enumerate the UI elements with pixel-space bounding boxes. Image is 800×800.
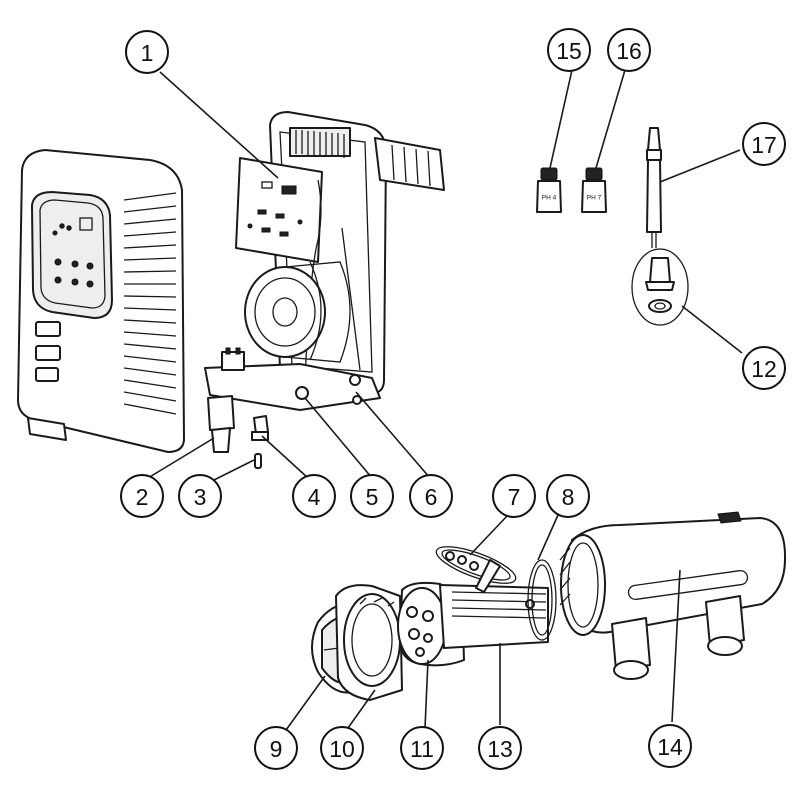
cell-o-ring — [527, 559, 557, 641]
callout-3-label: 3 — [194, 484, 207, 510]
probe-connector — [251, 415, 269, 441]
callout-8: 8 — [546, 474, 590, 518]
callout-3: 3 — [178, 474, 222, 518]
ph4-buffer-bottle: PH 4 — [536, 167, 562, 213]
ph7-buffer-bottle: PH 7 — [581, 167, 607, 213]
callout-15: 15 — [547, 28, 591, 72]
cell-body — [559, 511, 787, 680]
callout-8-label: 8 — [562, 484, 575, 510]
callout-1-label: 1 — [141, 40, 154, 66]
callout-13: 13 — [478, 726, 522, 770]
callout-11-label: 11 — [410, 736, 434, 762]
callout-5: 5 — [350, 474, 394, 518]
ph-probe — [646, 127, 662, 248]
electrode-head — [397, 581, 465, 667]
transformer — [244, 227, 361, 371]
callout-9: 9 — [254, 726, 298, 770]
callout-14: 14 — [648, 724, 692, 768]
callout-1: 1 — [125, 30, 169, 74]
callout-13-label: 13 — [487, 736, 513, 762]
callout-10-label: 10 — [329, 736, 355, 762]
callout-15-label: 15 — [556, 38, 582, 64]
side-vent-slots — [123, 192, 177, 415]
leader-lines — [147, 69, 743, 731]
control-box-front-cover — [17, 149, 185, 453]
callout-7-label: 7 — [508, 484, 521, 510]
callout-4: 4 — [292, 474, 336, 518]
cell-locking-nut — [335, 584, 403, 701]
callout-17-label: 17 — [751, 132, 777, 158]
callout-10: 10 — [320, 726, 364, 770]
heatsink-fins — [295, 130, 345, 158]
callout-7: 7 — [492, 474, 536, 518]
electrode-gasket — [435, 546, 517, 593]
fuse — [254, 453, 262, 469]
callout-11: 11 — [400, 726, 444, 770]
callout-2-label: 2 — [136, 484, 149, 510]
callout-16: 16 — [607, 28, 651, 72]
power-cable-gland — [207, 395, 235, 453]
callout-12: 12 — [742, 346, 786, 390]
callout-6-label: 6 — [425, 484, 438, 510]
circuit-board — [235, 157, 323, 381]
callout-6: 6 — [409, 474, 453, 518]
callout-9-label: 9 — [270, 736, 283, 762]
callout-5-label: 5 — [366, 484, 379, 510]
callout-17: 17 — [742, 122, 786, 166]
callout-2: 2 — [120, 474, 164, 518]
callout-12-label: 12 — [751, 356, 777, 382]
base-plate — [204, 347, 381, 411]
ph4-bottle-label: PH 4 — [542, 195, 557, 202]
callout-4-label: 4 — [308, 484, 321, 510]
probe-holder — [631, 248, 689, 326]
ph7-bottle-label: PH 7 — [587, 195, 602, 202]
callout-16-label: 16 — [616, 38, 642, 64]
callout-14-label: 14 — [657, 734, 683, 760]
